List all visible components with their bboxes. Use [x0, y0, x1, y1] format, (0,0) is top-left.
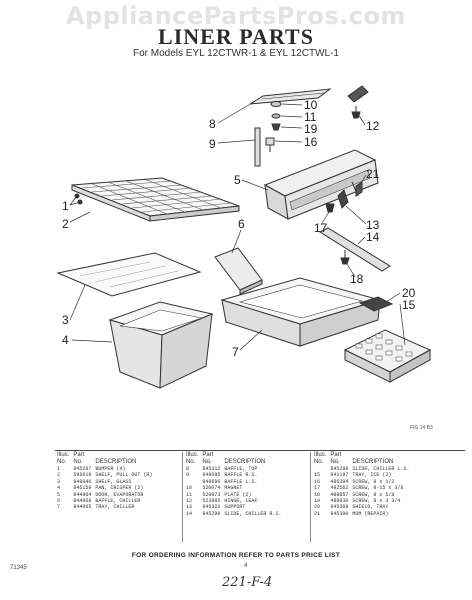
description-header: DESCRIPTION — [95, 459, 137, 465]
page-subtitle: For Models EYL 12CTWR-1 & EYL 12CTWL-1 — [133, 48, 339, 59]
callout-21: 21 — [366, 167, 380, 181]
tray-shield-drawing — [358, 296, 394, 312]
page-number: 4 — [244, 563, 248, 569]
callout-19: 19 — [304, 122, 318, 136]
callout-10: 10 — [304, 98, 318, 112]
column-divider — [182, 452, 183, 542]
column-divider — [310, 452, 311, 542]
callout-4: 4 — [62, 333, 69, 347]
callout-20: 20 — [402, 286, 416, 300]
part-header: Part — [202, 452, 214, 458]
callout-13: 13 — [366, 218, 380, 232]
ice-tray-drawing — [343, 329, 432, 383]
callout-1: 1 — [62, 199, 69, 213]
callout-17: 17 — [314, 221, 328, 235]
illus-no-header: No. — [57, 459, 67, 465]
chiller-baffle-drawing — [214, 247, 263, 295]
part-no-header: No. — [202, 459, 212, 465]
callout-9: 9 — [209, 137, 216, 151]
part-header: Part — [73, 452, 85, 458]
callout-18: 18 — [350, 272, 364, 286]
magnet-plate-screws-drawing — [265, 101, 282, 152]
callout-11: 11 — [304, 110, 317, 124]
document-code: 71345 — [10, 565, 27, 571]
callout-7: 7 — [232, 345, 239, 359]
callout-14: 14 — [366, 230, 380, 244]
callout-15: 15 — [402, 298, 416, 312]
part-header: Part — [330, 452, 342, 458]
illus-header: Illus. — [314, 452, 327, 458]
description-header: DESCRIPTION — [352, 459, 394, 465]
leader-lines — [69, 101, 406, 351]
pull-out-shelf-drawing — [71, 177, 240, 222]
illus-no-header: No. — [186, 459, 196, 465]
callout-16: 16 — [304, 135, 318, 149]
callout-8: 8 — [209, 117, 216, 131]
watermark: AppliancePartsPros.com — [66, 2, 406, 30]
supports-drawing — [325, 181, 363, 213]
crisper-pan-drawing — [108, 301, 214, 389]
exploded-parts-diagram: 1 2 3 4 5 6 7 8 9 10 11 12 13 14 15 16 1… — [56, 85, 432, 389]
top-baffle-drawing — [249, 88, 332, 105]
glass-shelf-drawing — [56, 252, 202, 297]
table-top-rule — [55, 450, 465, 451]
figure-number: FIG 14 B3 — [410, 425, 433, 431]
evaporator-door-drawing — [263, 149, 379, 220]
part-no-header: No. — [330, 459, 340, 465]
chiller-tray-drawing — [220, 277, 382, 347]
illus-no-header: No. — [314, 459, 324, 465]
callout-5: 5 — [234, 173, 241, 187]
hinge-drawing — [347, 85, 369, 119]
illus-header: Illus. — [57, 452, 70, 458]
description-header: DESCRIPTION — [224, 459, 266, 465]
callout-12: 12 — [366, 119, 380, 133]
part-no-header: No. — [73, 459, 83, 465]
side-baffle-drawing — [254, 127, 261, 167]
chiller-slide-drawing — [318, 227, 391, 272]
illus-header: Illus. — [186, 452, 199, 458]
ordering-info-footer: FOR ORDERING INFORMATION REFER TO PARTS … — [131, 552, 341, 559]
handwritten-note: 221-F-4 — [222, 575, 273, 590]
callout-6: 6 — [238, 217, 245, 231]
page-title: LINER PARTS — [158, 24, 314, 49]
callout-3: 3 — [62, 313, 69, 327]
callout-2: 2 — [62, 217, 69, 231]
